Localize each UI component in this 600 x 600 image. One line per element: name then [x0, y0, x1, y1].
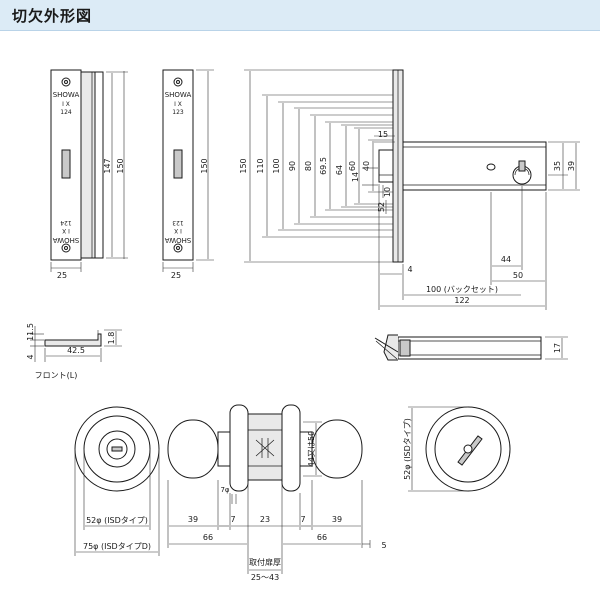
plate2-code-b-rev: 123	[172, 219, 184, 226]
plate2-code-b: 123	[172, 109, 184, 116]
plate2-code-a: I X	[174, 101, 182, 108]
rose-right: 52φ (ISDタイプ)	[403, 406, 511, 492]
latch-side-dim-17: 17	[553, 343, 562, 353]
front-plate-1: SHOWA I X 124 SHOWA I X 124 147 150 25	[50, 69, 128, 280]
plate1-dim-150: 150	[116, 158, 125, 173]
rose-left-dim-52: 52φ (ISDタイプ)	[86, 516, 148, 525]
latch-dim-backset: 100 (バックセット)	[426, 285, 498, 294]
front-dim-1-8: 1.8	[107, 332, 116, 345]
plate1-code-b-rev: 124	[60, 219, 72, 226]
latch-side-view: 17	[374, 334, 568, 361]
latch-dim-122: 122	[454, 296, 469, 305]
rose-right-dim-52: 52φ (ISDタイプ)	[403, 418, 412, 480]
latch-dim-100: 100	[272, 158, 281, 173]
latch-dim-50: 50	[513, 271, 523, 280]
knob-side-view: 44又は50 7φ 39 7 23 7 39 66 66 5 取付扉厚	[167, 404, 387, 582]
latch-dim-39: 39	[567, 161, 576, 171]
rose-left: 52φ (ISDタイプ) 75φ (ISDタイプD)	[74, 406, 160, 556]
knob-dim-66-left: 66	[203, 533, 213, 542]
latch-dim-69-5: 69.5	[319, 157, 328, 175]
latch-dim-14: 14	[351, 172, 360, 182]
rose-left-dim-75: 75φ (ISDタイプD)	[83, 542, 151, 551]
front-dim-4: 4	[26, 354, 35, 359]
front-dim-11-5: 11.5	[26, 323, 35, 341]
plate2-code-a-rev: I X	[174, 227, 182, 234]
latch-dim-10: 10	[383, 187, 392, 197]
knob-dim-39-right: 39	[332, 515, 342, 524]
latch-dim-64: 64	[335, 165, 344, 175]
latch-dim-40: 40	[362, 161, 371, 171]
plate1-dim-25: 25	[57, 271, 67, 280]
plate2-brand: SHOWA	[165, 91, 192, 99]
plate1-code-a-rev: I X	[62, 227, 70, 234]
latch-dim-4: 4	[407, 265, 412, 274]
knob-dim-23: 23	[260, 515, 270, 524]
knob-door-range: 25〜43	[251, 573, 279, 582]
latch-dim-60: 60	[348, 161, 357, 171]
latch-dim-110: 110	[256, 158, 265, 173]
front-section-l: 11.5 4 1.8 42.5 フロント(L)	[26, 323, 122, 380]
plate2-dim-25: 25	[171, 271, 181, 280]
latch-dim-150: 150	[239, 158, 248, 173]
page-header: 切欠外形図	[0, 0, 600, 31]
latch-dim-35: 35	[553, 161, 562, 171]
knob-dim-66-right: 66	[317, 533, 327, 542]
knob-dim-5: 5	[381, 541, 386, 550]
latch-dim-44: 44	[501, 255, 511, 264]
front-caption: フロント(L)	[35, 371, 78, 380]
plate1-code-b: 124	[60, 109, 72, 116]
plate2-dim-150: 150	[200, 158, 209, 173]
knob-door-label: 取付扉厚	[249, 557, 281, 567]
latch-dim-80: 80	[304, 161, 313, 171]
plate2-brand-rev: SHOWA	[165, 236, 192, 244]
latch-dim-15: 15	[378, 130, 388, 139]
latch-assembly: 150 110 100 90 80 69.5 64 60 40 15 14 10…	[239, 69, 580, 310]
knob-dim-7-left: 7	[230, 515, 235, 524]
plate1-dim-147: 147	[103, 158, 112, 173]
plate1-brand-rev: SHOWA	[53, 236, 80, 244]
knob-dim-7phi: 7φ	[220, 486, 229, 494]
knob-dim-39-left: 39	[188, 515, 198, 524]
front-plate-2: SHOWA I X 123 SHOWA I X 123 150 25	[162, 69, 214, 280]
page-title: 切欠外形図	[12, 7, 93, 25]
knob-dim-44-50: 44又は50	[307, 431, 316, 467]
plate1-brand: SHOWA	[53, 91, 80, 99]
knob-dim-7-right: 7	[300, 515, 305, 524]
front-dim-42-5: 42.5	[67, 346, 85, 355]
latch-dim-52: 52	[377, 202, 386, 212]
plate1-code-a: I X	[62, 101, 70, 108]
latch-dim-90: 90	[288, 161, 297, 171]
